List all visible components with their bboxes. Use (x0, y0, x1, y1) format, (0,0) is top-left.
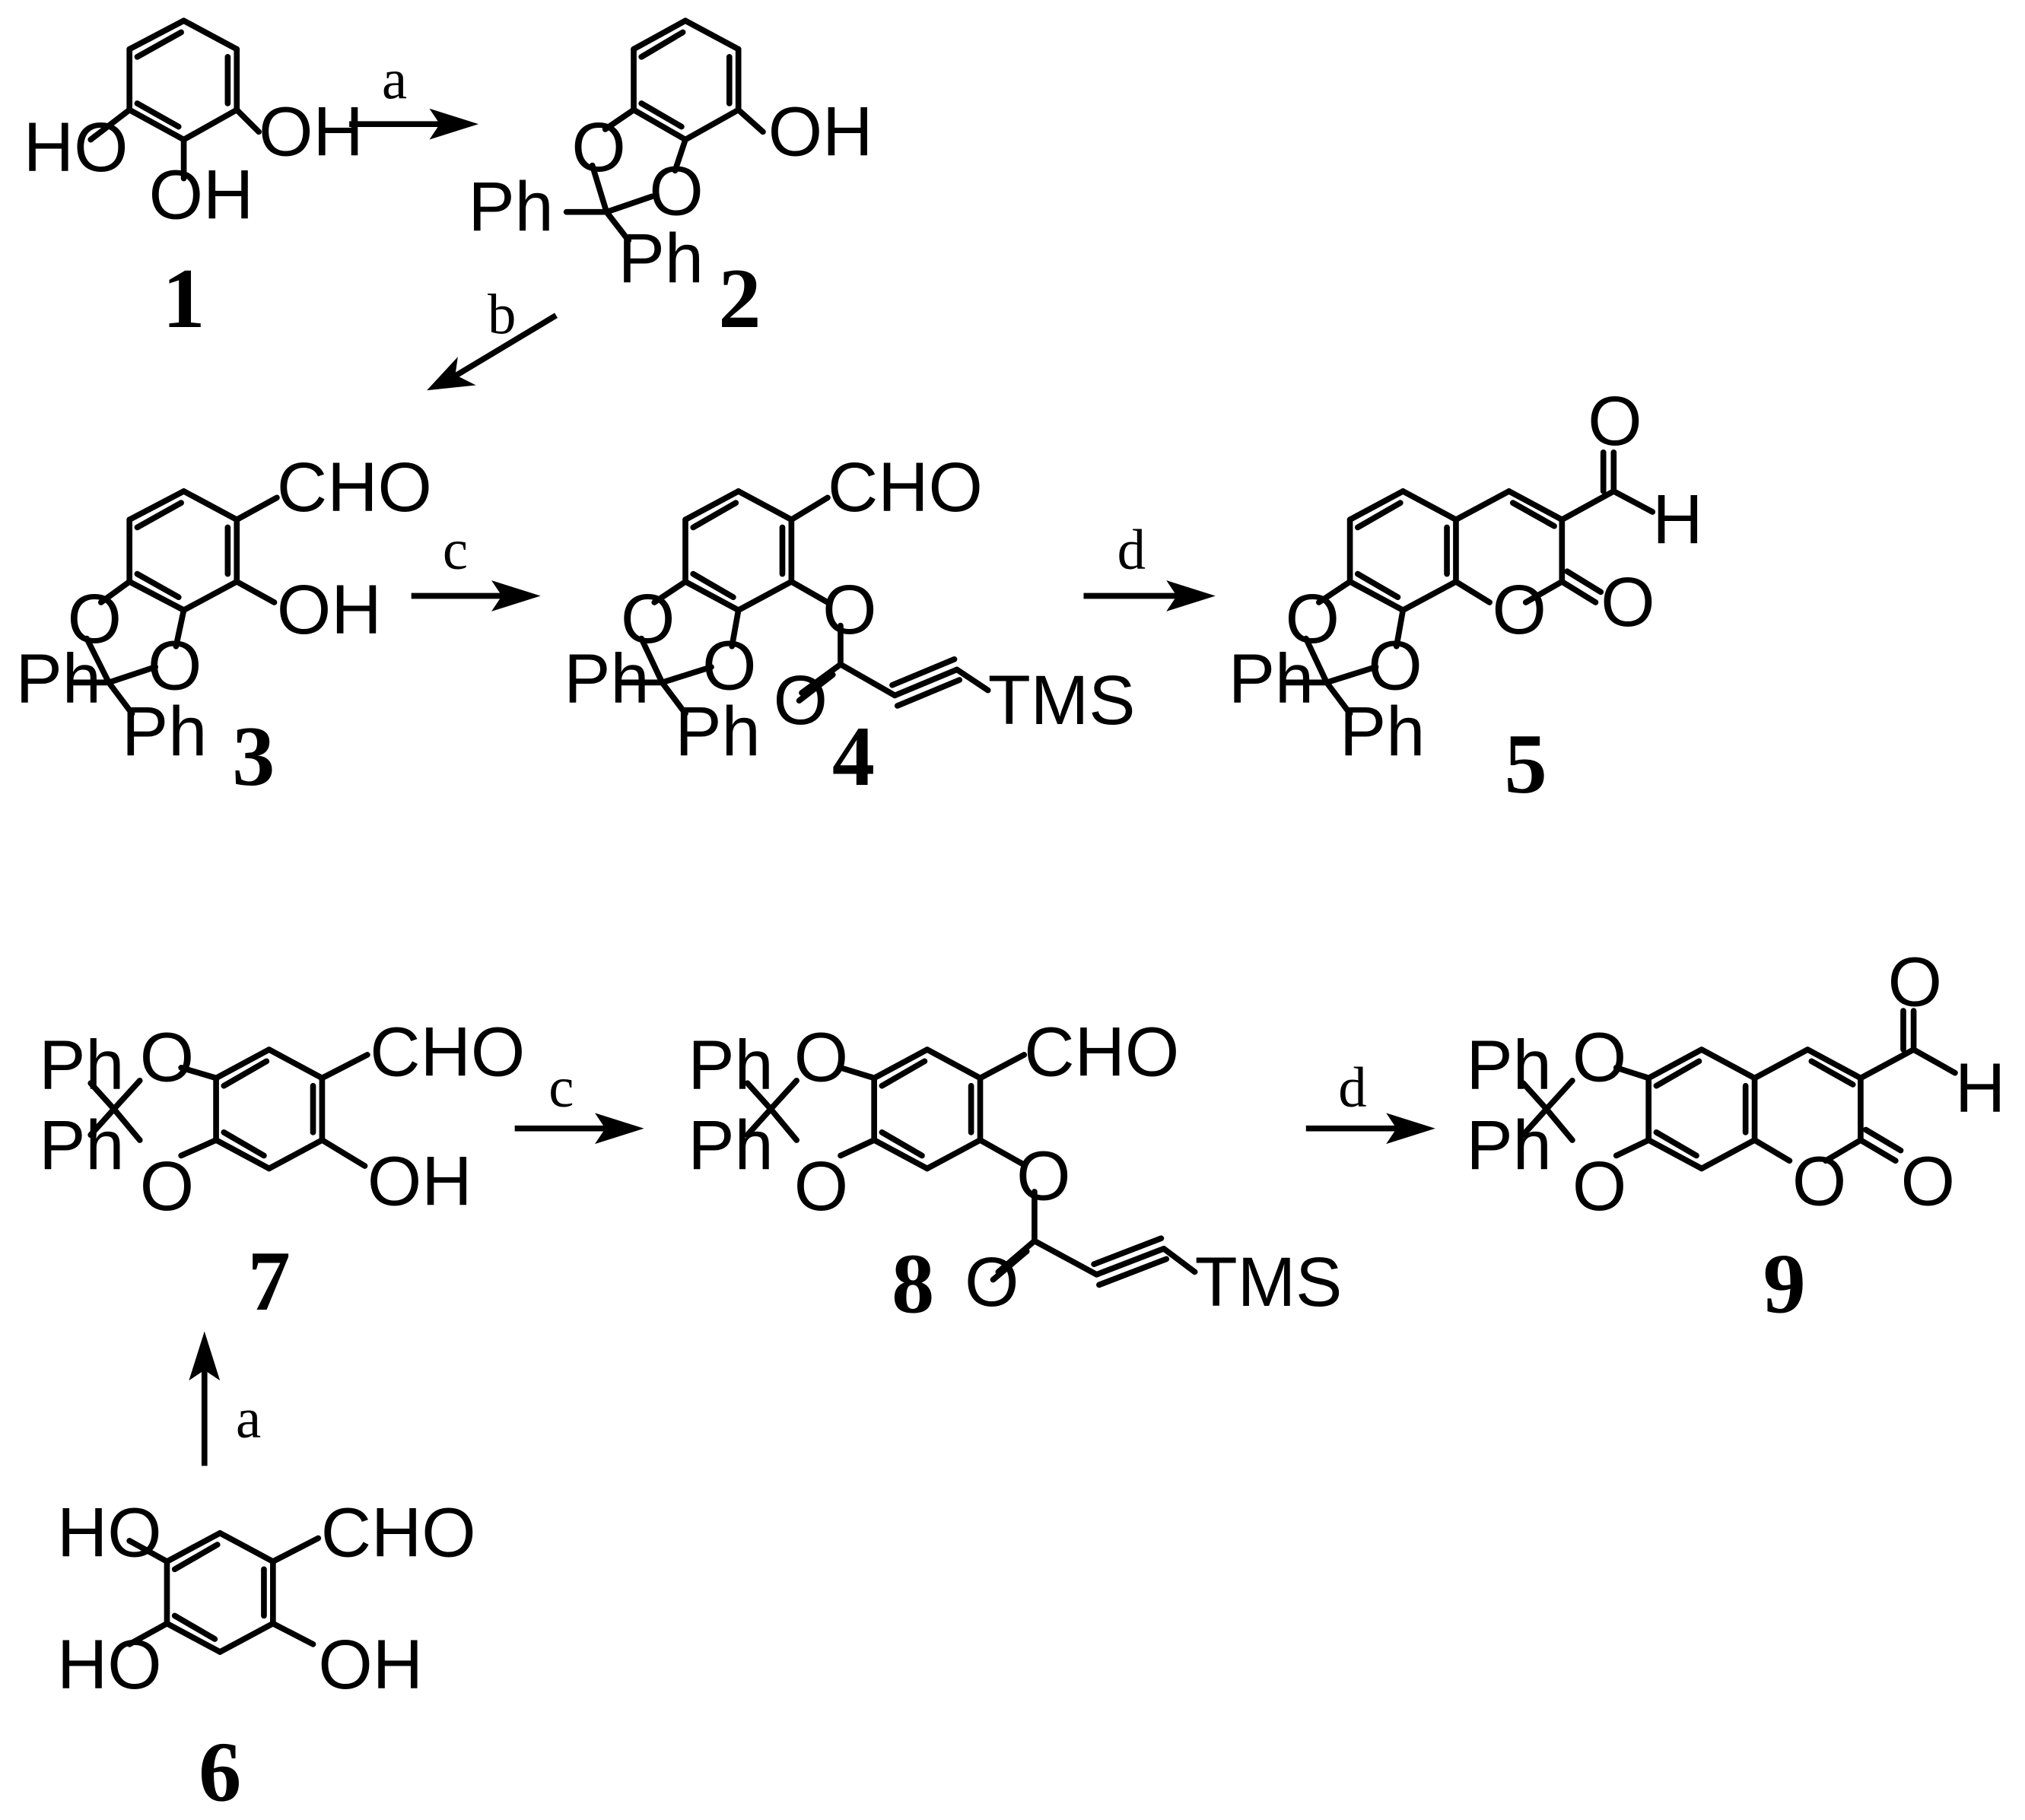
compound-2-bonds (563, 17, 766, 243)
compound-9: O H Ph Ph O O O O 9 (1467, 944, 2006, 1332)
atom-label: HO (57, 1626, 162, 1704)
atom-label: O (702, 627, 756, 704)
atom-label: O (1792, 1142, 1846, 1220)
atom-label: H (1652, 481, 1702, 558)
atom-label: CHO (277, 449, 432, 526)
atom-label: OH (768, 93, 873, 170)
compound-number: 6 (199, 1726, 241, 1820)
reagent-label-d: d (1117, 519, 1146, 582)
reaction-arrow-a-vertical: a (189, 1331, 261, 1466)
atom-label: O (794, 1148, 848, 1225)
atom-label: Ph (688, 1026, 773, 1104)
compound-4: CHO O O O O TMS Ph Ph 4 (564, 449, 1135, 804)
atom-label: Ph (564, 640, 649, 717)
compound-6-bonds (126, 1529, 322, 1655)
atom-label: Ph (1467, 1026, 1552, 1104)
reagent-label-a: a (382, 48, 407, 111)
atom-label: Ph (39, 1026, 124, 1104)
reaction-arrow-c-2: c (514, 1056, 644, 1145)
atom-label: O (649, 153, 703, 230)
atom-label: Ph (1467, 1107, 1552, 1184)
atom-label: O (1572, 1148, 1626, 1225)
atom-label: OH (367, 1142, 472, 1220)
atom-label: O (774, 662, 828, 739)
compound-8: Ph Ph O O CHO O O TMS 8 (688, 1013, 1342, 1331)
reaction-arrow-a: a (349, 48, 479, 140)
atom-label: CHO (1024, 1013, 1179, 1091)
compound-number: 5 (1505, 717, 1547, 812)
atom-label: O (571, 109, 625, 186)
reagent-label-c: c (443, 519, 468, 582)
compound-number: 9 (1763, 1237, 1806, 1331)
atom-label: OH (277, 571, 382, 649)
atom-label: O (1601, 564, 1655, 641)
atom-label: CHO (828, 449, 983, 526)
atom-label: O (794, 1018, 848, 1096)
atom-label: O (1286, 580, 1340, 658)
reagent-label-d: d (1338, 1056, 1366, 1120)
atom-label: O (965, 1244, 1019, 1321)
compound-2: O O OH Ph Ph 2 (468, 17, 873, 346)
atom-label: O (1888, 944, 1942, 1021)
atom-label: OH (318, 1626, 423, 1704)
atom-label: Ph (39, 1107, 124, 1184)
atom-label: CHO (321, 1494, 476, 1572)
compound-9-bonds (1520, 1008, 1958, 1172)
compound-5: O H O O O O Ph Ph 5 (1229, 383, 1703, 812)
compound-3-bonds (69, 488, 280, 716)
atom-label: O (140, 1148, 194, 1225)
reagent-label-b: b (488, 284, 516, 347)
compound-6: HO CHO HO OH 6 (57, 1494, 476, 1820)
atom-label: O (148, 627, 202, 704)
compound-1: HO OH OH 1 (24, 17, 364, 346)
atom-label: Ph (688, 1107, 773, 1184)
atom-label: O (1901, 1142, 1955, 1220)
atom-label: Ph (122, 693, 207, 770)
atom-label: O (1368, 627, 1422, 704)
reagent-label-c: c (548, 1056, 574, 1120)
atom-label: Ph (1340, 693, 1425, 770)
reaction-arrow-b: b (427, 284, 558, 391)
atom-label: Ph (468, 168, 553, 246)
atom-label: HO (57, 1494, 162, 1572)
atom-label: O (140, 1018, 194, 1096)
compound-number: 3 (232, 710, 275, 804)
reaction-arrow-c: c (411, 519, 541, 611)
compound-8-bonds (744, 1047, 1198, 1288)
atom-label: TMS (988, 662, 1136, 739)
compound-5-bonds (1282, 449, 1656, 716)
compound-7-bonds (87, 1047, 370, 1172)
compound-number: 4 (832, 710, 875, 804)
compound-1-bonds (87, 17, 262, 182)
atom-label: CHO (370, 1013, 525, 1091)
atom-label: OH (149, 157, 254, 234)
atom-label: O (1588, 383, 1642, 460)
compound-7: Ph Ph O O CHO OH 7 (39, 1013, 525, 1328)
atom-label: Ph (16, 640, 101, 717)
atom-label: H (1955, 1050, 2005, 1127)
reagent-label-a: a (236, 1387, 261, 1450)
atom-label: O (1572, 1018, 1626, 1096)
atom-label: TMS (1195, 1244, 1343, 1321)
compound-number: 2 (718, 252, 761, 346)
atom-label: Ph (675, 693, 760, 770)
atom-label: Ph (1229, 640, 1314, 717)
compound-4-bonds (618, 488, 991, 716)
atom-label: HO (24, 109, 129, 186)
atom-label: O (68, 580, 122, 658)
compound-3: CHO OH O O Ph Ph 3 (16, 449, 432, 804)
compound-number: 7 (248, 1234, 291, 1329)
compound-number: 8 (892, 1237, 934, 1331)
atom-label: O (822, 571, 876, 649)
atom-label: Ph (618, 220, 704, 297)
reaction-arrow-d: d (1083, 519, 1216, 611)
atom-label: OH (259, 93, 364, 170)
compound-number: 1 (163, 252, 205, 346)
atom-label: O (1493, 571, 1547, 649)
reaction-arrow-d-2: d (1305, 1056, 1435, 1145)
atom-label: O (1016, 1138, 1070, 1215)
atom-label: O (621, 580, 675, 658)
